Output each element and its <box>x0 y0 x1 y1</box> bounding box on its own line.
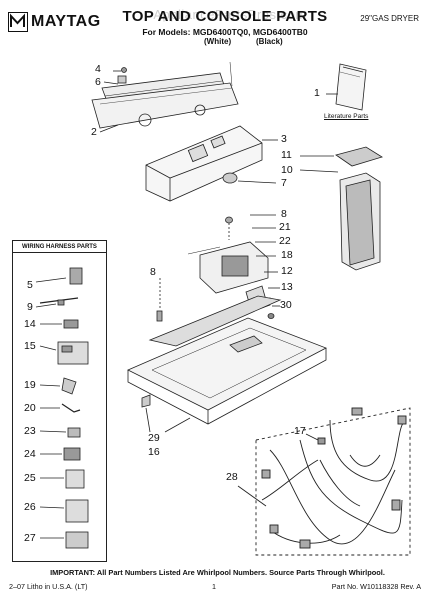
callout-16: 16 <box>148 446 160 458</box>
part-number: Part No. W10118328 Rev. A <box>331 582 421 591</box>
callout-8-right: 8 <box>281 208 287 220</box>
callout-24: 24 <box>24 448 36 460</box>
callout-9: 9 <box>27 301 33 313</box>
callout-29: 29 <box>148 432 160 444</box>
callout-30: 30 <box>280 299 292 311</box>
maytag-logo: MAYTAG <box>8 10 108 34</box>
litho-note: 2–07 Litho in U.S.A. (LT) <box>9 582 88 591</box>
callout-10: 10 <box>281 164 293 176</box>
callout-8-left: 8 <box>150 266 156 278</box>
wiring-harness-panel <box>12 240 107 562</box>
callout-20: 20 <box>24 402 36 414</box>
callout-26: 26 <box>24 501 36 513</box>
variant-black: (Black) <box>256 37 283 46</box>
product-type: 29"GAS DRYER <box>360 14 419 23</box>
wiring-harness-connectors <box>35 267 89 549</box>
variant-white: (White) <box>204 37 232 46</box>
callout-7: 7 <box>281 177 287 189</box>
callout-27: 27 <box>24 532 36 544</box>
model-numbers: For Models: MGD6400TQ0, MGD6400TB0 <box>142 27 308 37</box>
brand-name: MAYTAG <box>31 13 101 30</box>
callout-19: 19 <box>24 379 36 391</box>
callout-5: 5 <box>27 279 33 291</box>
callout-1: 1 <box>314 87 320 99</box>
callout-12: 12 <box>281 265 293 277</box>
callout-3: 3 <box>281 133 287 145</box>
callout-25: 25 <box>24 472 36 484</box>
callout-22: 22 <box>279 235 291 247</box>
page-title: TOP AND CONSOLE PARTS <box>122 8 328 25</box>
screw-icon <box>156 278 163 322</box>
callout-28: 28 <box>226 471 238 483</box>
callout-6: 6 <box>95 76 101 88</box>
console-mounting-hardware <box>187 214 276 294</box>
timer-knob-icon <box>222 172 277 184</box>
important-note: IMPORTANT: All Part Numbers Listed Are W… <box>50 568 385 577</box>
console-assembly <box>145 125 278 202</box>
callout-4: 4 <box>95 63 101 75</box>
dryer-top-panel <box>127 295 327 433</box>
callout-13: 13 <box>281 281 293 293</box>
callout-23: 23 <box>24 425 36 437</box>
divider <box>12 252 107 253</box>
page-number: 1 <box>212 582 216 591</box>
literature-booklet-icon <box>326 63 367 111</box>
literature-parts-label: Literature Parts <box>324 113 369 120</box>
callout-11: 11 <box>281 149 292 161</box>
lint-screen-parts <box>299 146 383 271</box>
console-panel-parts <box>91 61 239 133</box>
callout-15: 15 <box>24 340 36 352</box>
wire-harness-main <box>237 407 411 556</box>
callout-2: 2 <box>91 126 97 138</box>
maytag-m-emblem-icon <box>8 12 28 32</box>
callout-21: 21 <box>279 221 291 233</box>
watermark: AppliancePartsPros.com <box>153 7 307 22</box>
callout-14: 14 <box>24 318 36 330</box>
callout-18: 18 <box>281 249 293 261</box>
wiring-harness-title: WIRING HARNESS PARTS <box>22 244 97 250</box>
callout-17: 17 <box>294 425 306 437</box>
